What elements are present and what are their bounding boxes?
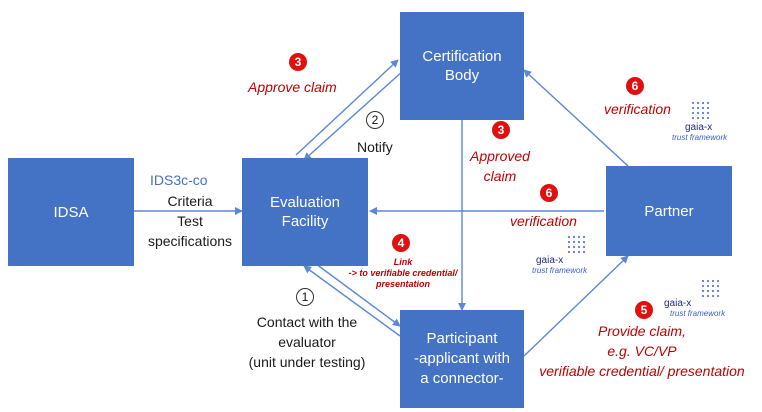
arrow-evaluation-certification [295, 59, 399, 156]
badge-step-3-approve: 3 [289, 53, 307, 71]
gaiax-mark-icon [701, 279, 720, 298]
node-participant: Participant -applicant with a connector- [400, 310, 524, 408]
label-verification-top: verification [604, 101, 671, 117]
label-verification-mid: verification [510, 213, 577, 229]
label-link: Link -> to verifiable credential/ presen… [348, 257, 458, 289]
badge-step-6-top: 6 [626, 77, 644, 95]
gaiax-name: gaia-x [685, 122, 713, 133]
gaiax-mark-icon [567, 235, 586, 254]
gaiax-name: gaia-x [664, 298, 692, 309]
gaiax-logo-top: gaia-x trust framework [640, 100, 730, 144]
arrow-partner-certification [523, 69, 629, 167]
gaiax-logo-mid: gaia-x trust framework [530, 234, 620, 278]
arrow-certification-evaluation [303, 69, 405, 161]
node-participant-label: Participant -applicant with a connector- [414, 330, 510, 387]
gaiax-sub: trust framework [672, 133, 728, 142]
badge-step-2: 2 [366, 111, 384, 129]
node-evaluation-facility: Evaluation Facility [242, 158, 368, 266]
arrow-participant-partner [523, 255, 629, 357]
label-provide-claim: Provide claim, e.g. VC/VP verifiable cre… [539, 323, 745, 379]
arrow-evaluation-participant [311, 260, 401, 327]
gaiax-name: gaia-x [536, 255, 564, 266]
gaiax-sub: trust framework [532, 266, 588, 275]
badge-step-4: 4 [392, 234, 410, 252]
label-approve-claim: Approve claim [248, 79, 337, 95]
node-evaluation-facility-label: Evaluation Facility [269, 194, 341, 230]
node-idsa-label: IDSA [53, 203, 89, 221]
label-contact: Contact with the evaluator (unit under t… [248, 314, 366, 370]
node-certification-body-label: Certification Body [422, 48, 502, 84]
label-ids3c-co: IDS3c-co [150, 172, 208, 188]
badge-step-3-approved: 3 [492, 121, 510, 139]
arrow-participant-evaluation [303, 265, 401, 337]
label-notify: Notify [357, 139, 393, 155]
badge-step-5: 5 [635, 301, 653, 319]
node-certification-body: Certification Body [400, 12, 524, 120]
gaiax-sub: trust framework [670, 309, 726, 318]
gaiax-logo-bottom: gaia-x trust framework [660, 278, 750, 322]
label-criteria: Criteria Test specifications [147, 193, 233, 249]
badge-step-1: 1 [296, 288, 314, 306]
badge-step-6-mid: 6 [540, 184, 558, 202]
node-partner-label: Partner [644, 202, 694, 220]
label-approved-claim: Approved claim [470, 148, 530, 184]
node-partner: Partner [606, 166, 732, 256]
gaiax-mark-icon [691, 101, 710, 120]
node-idsa: IDSA [8, 158, 134, 266]
